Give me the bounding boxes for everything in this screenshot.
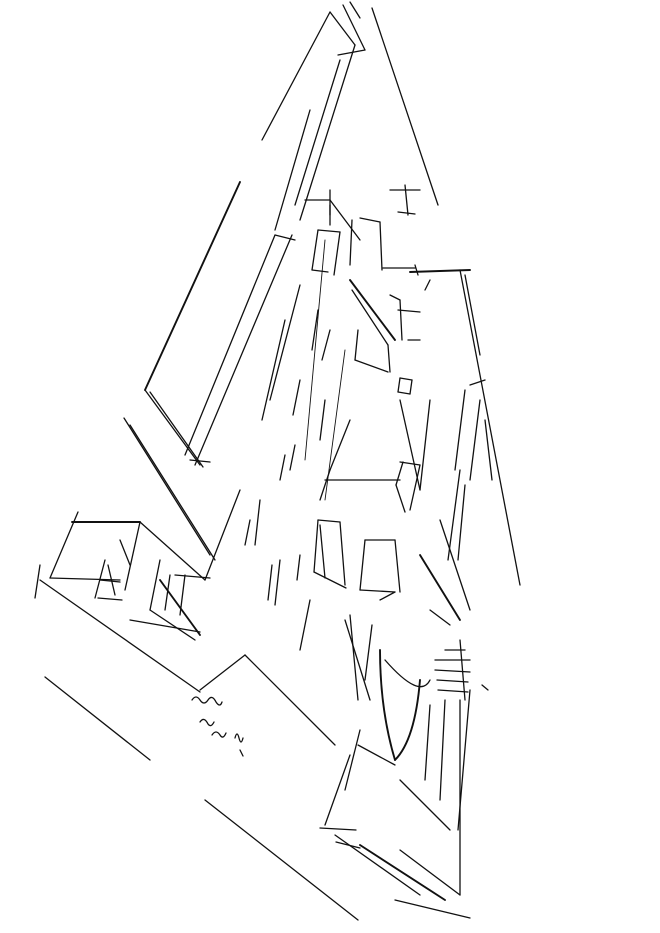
lower-entrance [319,614,489,919]
right-building [399,269,521,626]
perspective-lines [39,417,359,921]
upper-detail-marks [329,184,421,226]
central-block [244,189,383,651]
scribble-figures [191,696,244,757]
background-tower [144,1,439,468]
left-low-block [34,511,211,641]
middle-volumes [313,264,421,601]
